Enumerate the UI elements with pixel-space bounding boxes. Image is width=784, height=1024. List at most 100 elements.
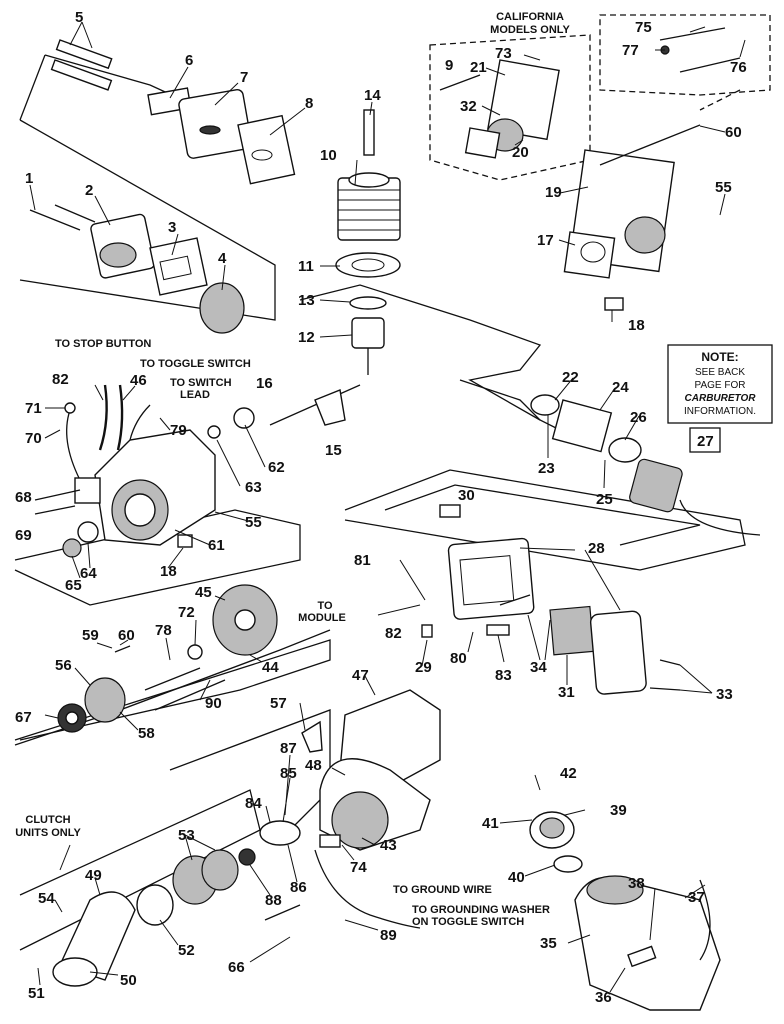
cylinder-parts bbox=[269, 109, 401, 426]
part-number: 90 bbox=[205, 695, 222, 712]
part-number: 64 bbox=[80, 565, 97, 582]
callout-clutch-units: CLUTCH bbox=[25, 814, 70, 826]
part-number: 60 bbox=[725, 124, 742, 141]
part-number: 38 bbox=[628, 875, 645, 892]
part-number: 33 bbox=[716, 686, 733, 703]
callout-to-ground-wire: TO GROUND WIRE bbox=[393, 884, 492, 896]
part-number: 53 bbox=[178, 827, 195, 844]
part-number: 29 bbox=[415, 659, 432, 676]
part-number: 34 bbox=[530, 659, 547, 676]
part-number: 26 bbox=[630, 409, 647, 426]
part-number: 74 bbox=[350, 859, 367, 876]
part-number: 65 bbox=[65, 577, 82, 594]
flywheel-parts bbox=[57, 584, 278, 733]
part-number: 45 bbox=[195, 584, 212, 601]
part-number: 32 bbox=[460, 98, 477, 115]
clutch-parts bbox=[52, 849, 301, 987]
part-number: 73 bbox=[495, 45, 512, 62]
part-number: 1 bbox=[25, 170, 33, 187]
part-number: 49 bbox=[85, 867, 102, 884]
part-number: 60 bbox=[118, 627, 135, 644]
part-number: 43 bbox=[380, 837, 397, 854]
part-number: 5 bbox=[75, 9, 83, 26]
part-number: 72 bbox=[178, 604, 195, 621]
part-number: 59 bbox=[82, 627, 99, 644]
part-number: 15 bbox=[325, 442, 342, 459]
part-number: 11 bbox=[298, 258, 314, 275]
part-number: 8 bbox=[305, 95, 313, 112]
part-number: 18 bbox=[160, 563, 177, 580]
part-number: 41 bbox=[482, 815, 499, 832]
fuel-tank-parts bbox=[529, 811, 721, 1011]
part-number: 88 bbox=[265, 892, 282, 909]
part-number: 51 bbox=[28, 985, 45, 1002]
part-number: 16 bbox=[256, 375, 273, 392]
callout-california: CALIFORNIA bbox=[496, 11, 564, 23]
part-number: 4 bbox=[218, 250, 227, 267]
part-number: 7 bbox=[240, 69, 248, 86]
part-number: 87 bbox=[280, 740, 297, 757]
callout-labels: CALIFORNIA MODELS ONLY TO STOP BUTTON TO… bbox=[15, 11, 570, 928]
part-number: 77 bbox=[622, 42, 639, 59]
blower-housing-parts bbox=[238, 689, 441, 929]
part-number: 66 bbox=[228, 959, 245, 976]
air-cleaner-parts bbox=[421, 504, 681, 695]
part-number: 80 bbox=[450, 650, 467, 667]
part-number: 78 bbox=[155, 622, 172, 639]
part-number: 23 bbox=[538, 460, 555, 477]
part-number: 27 bbox=[697, 433, 714, 450]
part-number: 35 bbox=[540, 935, 557, 952]
part-number: 18 bbox=[628, 317, 645, 334]
note-line: INFORMATION. bbox=[684, 406, 756, 417]
california-models-group bbox=[429, 14, 771, 181]
part-number: 31 bbox=[558, 684, 575, 701]
part-number: 2 bbox=[85, 182, 93, 199]
part-number: 69 bbox=[15, 527, 32, 544]
part-number: 37 bbox=[688, 889, 705, 906]
part-number: 84 bbox=[245, 795, 262, 812]
carburetor-note: NOTE: SEE BACK PAGE FOR CARBURETOR INFOR… bbox=[667, 344, 773, 453]
part-number: 81 bbox=[354, 552, 371, 569]
part-number: 55 bbox=[715, 179, 732, 196]
part-number: 36 bbox=[595, 989, 612, 1006]
part-number: 25 bbox=[596, 491, 613, 508]
callout-to-switch-lead: LEAD bbox=[180, 389, 210, 401]
part-number: 44 bbox=[262, 659, 279, 676]
part-number: 17 bbox=[537, 232, 554, 249]
note-line: CARBURETOR bbox=[685, 393, 757, 404]
part-number: 83 bbox=[495, 667, 512, 684]
part-number: 19 bbox=[545, 184, 562, 201]
note-line: PAGE FOR bbox=[695, 380, 746, 391]
part-number: 6 bbox=[185, 52, 193, 69]
part-number: 52 bbox=[178, 942, 195, 959]
callout-to-stop-button: TO STOP BUTTON bbox=[55, 338, 151, 350]
part-number: 82 bbox=[52, 371, 69, 388]
part-number: 55 bbox=[245, 514, 262, 531]
part-number: 3 bbox=[168, 219, 176, 236]
part-number: 58 bbox=[138, 725, 155, 742]
part-number: 14 bbox=[364, 87, 381, 104]
part-number: 86 bbox=[290, 879, 307, 896]
callout-to-grounding-washer: TO GROUNDING WASHER bbox=[412, 904, 550, 916]
part-number: 12 bbox=[298, 329, 315, 346]
part-number: 28 bbox=[588, 540, 605, 557]
part-number: 76 bbox=[730, 59, 747, 76]
part-number: 61 bbox=[208, 537, 225, 554]
part-number: 13 bbox=[298, 292, 315, 309]
part-number: 56 bbox=[55, 657, 72, 674]
note-line: SEE BACK bbox=[695, 367, 745, 378]
part-number: 82 bbox=[385, 625, 402, 642]
callout-to-grounding-washer: ON TOGGLE SWITCH bbox=[412, 916, 524, 928]
part-number: 30 bbox=[458, 487, 475, 504]
leader-lines bbox=[29, 21, 746, 993]
part-number: 9 bbox=[445, 57, 453, 74]
part-number: 75 bbox=[635, 19, 652, 36]
part-number: 46 bbox=[130, 372, 147, 389]
part-number: 22 bbox=[562, 369, 579, 386]
part-number: 54 bbox=[38, 890, 55, 907]
intake-parts bbox=[439, 27, 741, 311]
callout-to-module: MODULE bbox=[298, 612, 346, 624]
part-number: 89 bbox=[380, 927, 397, 944]
part-number: 24 bbox=[612, 379, 629, 396]
